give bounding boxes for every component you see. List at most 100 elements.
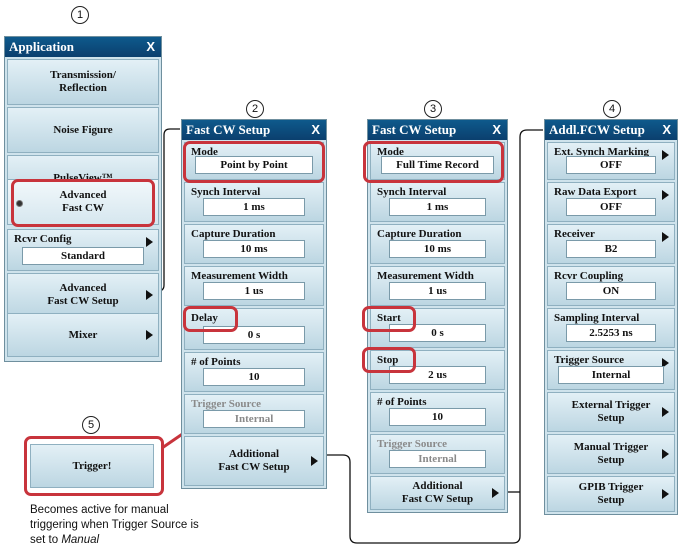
- trigger-source-label: Trigger Source: [554, 354, 624, 366]
- menu-title: Addl.FCW Setup: [549, 122, 645, 137]
- ext-synch-marking-button[interactable]: Ext. Synch Marking OFF: [547, 142, 675, 180]
- application-titlebar: Application X: [5, 37, 161, 57]
- trigger-note-text: Becomes active for manual triggering whe…: [30, 504, 199, 546]
- highlight-trigger: [24, 436, 164, 496]
- radio-indicator-icon: [16, 200, 23, 207]
- mode-button[interactable]: Mode Full Time Record: [370, 142, 505, 180]
- rcvr-config-label: Rcvr Config: [14, 233, 72, 245]
- capture-duration-label: Capture Duration: [377, 228, 462, 240]
- additional-fcw-setup-panel: Addl.FCW Setup X Ext. Synch Marking OFF …: [544, 119, 678, 515]
- raw-data-export-button[interactable]: Raw Data Export OFF: [547, 182, 675, 222]
- transmission-reflection-button[interactable]: Transmission/ Reflection: [7, 59, 159, 105]
- ext-synch-marking-label: Ext. Synch Marking: [554, 146, 650, 158]
- start-label: Start: [377, 312, 401, 324]
- synch-interval-value: 1 ms: [203, 198, 305, 216]
- advanced-fast-cw-setup-button[interactable]: Advanced Fast CW Setup: [7, 273, 159, 317]
- synch-interval-label: Synch Interval: [377, 186, 447, 198]
- mixer-button[interactable]: Mixer: [7, 313, 159, 357]
- trigger-source-label: Trigger Source: [377, 438, 447, 450]
- receiver-value: B2: [566, 240, 656, 258]
- highlight-mode-a: [183, 141, 325, 183]
- measurement-width-label: Measurement Width: [191, 270, 288, 282]
- capture-duration-value: 10 ms: [389, 240, 486, 258]
- mode-label: Mode: [191, 146, 218, 158]
- trigger-source-value: Internal: [389, 450, 486, 468]
- callout-3: 3: [424, 100, 442, 118]
- submenu-arrow-icon: [146, 290, 153, 300]
- sampling-interval-label: Sampling Interval: [554, 312, 640, 324]
- submenu-arrow-icon: [662, 407, 669, 417]
- submenu-arrow-icon: [492, 488, 499, 498]
- additional-fast-cw-setup-label: Additional Fast CW Setup: [401, 480, 474, 505]
- delay-label: Delay: [191, 312, 218, 324]
- sampling-interval-value: 2.5253 ns: [566, 324, 656, 342]
- addl-fcw-setup-titlebar: Addl.FCW Setup X: [545, 120, 677, 140]
- number-of-points-value: 10: [203, 368, 305, 386]
- rcvr-coupling-value: ON: [566, 282, 656, 300]
- submenu-arrow-icon: [662, 358, 669, 368]
- mode-label: Mode: [377, 146, 404, 158]
- external-trigger-setup-label: External Trigger Setup: [571, 399, 651, 424]
- highlight-start: [362, 306, 416, 332]
- receiver-label: Receiver: [554, 228, 595, 240]
- close-button[interactable]: X: [146, 39, 155, 54]
- rcvr-config-value: Standard: [22, 247, 144, 265]
- callout-1: 1: [71, 6, 89, 24]
- ext-synch-marking-value: OFF: [566, 156, 656, 174]
- rcvr-config-button[interactable]: Rcvr Config Standard: [7, 229, 159, 271]
- synch-interval-value: 1 ms: [389, 198, 486, 216]
- advanced-fast-cw-label: Advanced Fast CW: [59, 189, 107, 214]
- close-button[interactable]: X: [311, 122, 320, 137]
- submenu-arrow-icon: [662, 489, 669, 499]
- start-field[interactable]: Start 0 s: [370, 308, 505, 348]
- measurement-width-field[interactable]: Measurement Width 1 us: [184, 266, 324, 306]
- synch-interval-field[interactable]: Synch Interval 1 ms: [370, 182, 505, 222]
- submenu-arrow-icon: [662, 150, 669, 160]
- rcvr-coupling-button[interactable]: Rcvr Coupling ON: [547, 266, 675, 306]
- number-of-points-label: # of Points: [377, 396, 427, 408]
- capture-duration-field[interactable]: Capture Duration 10 ms: [184, 224, 324, 264]
- manual-trigger-setup-button[interactable]: Manual Trigger Setup: [547, 434, 675, 474]
- rcvr-coupling-label: Rcvr Coupling: [554, 270, 624, 282]
- close-button[interactable]: X: [492, 122, 501, 137]
- number-of-points-value: 10: [389, 408, 486, 426]
- additional-fast-cw-setup-button[interactable]: Additional Fast CW Setup: [370, 476, 505, 510]
- number-of-points-field[interactable]: # of Points 10: [184, 352, 324, 392]
- capture-duration-field[interactable]: Capture Duration 10 ms: [370, 224, 505, 264]
- callout-4: 4: [603, 100, 621, 118]
- callout-2: 2: [246, 100, 264, 118]
- mode-value: Full Time Record: [381, 156, 494, 174]
- fast-cw-setup-titlebar: Fast CW Setup X: [368, 120, 507, 140]
- external-trigger-setup-button[interactable]: External Trigger Setup: [547, 392, 675, 432]
- close-button[interactable]: X: [662, 122, 671, 137]
- callout-5: 5: [82, 416, 100, 434]
- mode-value: Point by Point: [195, 156, 313, 174]
- sampling-interval-field[interactable]: Sampling Interval 2.5253 ns: [547, 308, 675, 348]
- synch-interval-field[interactable]: Synch Interval 1 ms: [184, 182, 324, 222]
- raw-data-export-value: OFF: [566, 198, 656, 216]
- fast-cw-setup-titlebar: Fast CW Setup X: [182, 120, 326, 140]
- gpib-trigger-setup-button[interactable]: GPIB Trigger Setup: [547, 476, 675, 512]
- trigger-source-field: Trigger Source Internal: [184, 394, 324, 434]
- trigger-note-emphasis: Manual: [61, 534, 100, 546]
- measurement-width-value: 1 us: [389, 282, 486, 300]
- number-of-points-field[interactable]: # of Points 10: [370, 392, 505, 432]
- advanced-fast-cw-setup-label: Advanced Fast CW Setup: [47, 282, 119, 307]
- trigger-source-label: Trigger Source: [191, 398, 261, 410]
- trigger-note: Becomes active for manual triggering whe…: [30, 503, 200, 548]
- highlight-advanced-fast-cw: [11, 179, 155, 227]
- trigger-button[interactable]: Trigger!: [30, 444, 154, 488]
- raw-data-export-label: Raw Data Export: [554, 186, 637, 198]
- trigger-panel: Trigger!: [26, 440, 158, 492]
- advanced-fast-cw-button[interactable]: Advanced Fast CW: [7, 179, 159, 225]
- highlight-mode-b: [363, 141, 504, 183]
- additional-fast-cw-setup-button[interactable]: Additional Fast CW Setup: [184, 436, 324, 486]
- trigger-source-button[interactable]: Trigger Source Internal: [547, 350, 675, 390]
- submenu-arrow-icon: [311, 456, 318, 466]
- application-menu: Application X Transmission/ Reflection N…: [4, 36, 162, 362]
- measurement-width-field[interactable]: Measurement Width 1 us: [370, 266, 505, 306]
- highlight-stop: [362, 347, 416, 373]
- noise-figure-button[interactable]: Noise Figure: [7, 107, 159, 153]
- receiver-button[interactable]: Receiver B2: [547, 224, 675, 264]
- measurement-width-label: Measurement Width: [377, 270, 474, 282]
